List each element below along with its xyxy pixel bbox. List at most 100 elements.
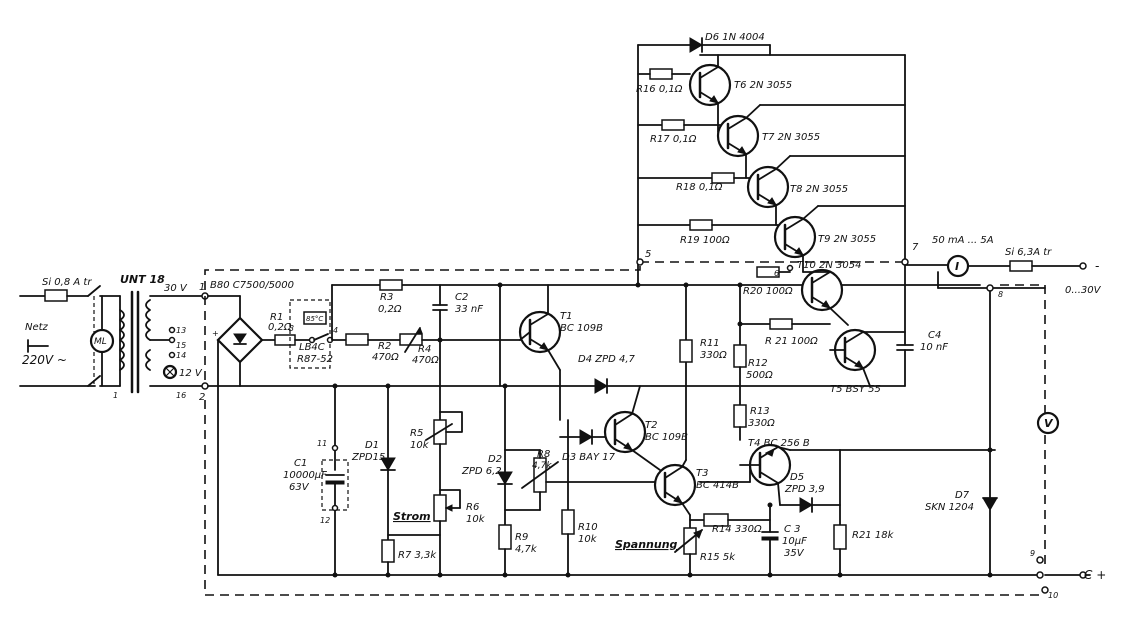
tr-12v-label: 12 V — [179, 368, 203, 379]
svg-text:1: 1 — [199, 282, 205, 293]
svg-text:R17 0,1Ω: R17 0,1Ω — [650, 134, 697, 145]
svg-text:T6 2N 3055: T6 2N 3055 — [734, 80, 792, 91]
svg-text:7: 7 — [912, 242, 919, 253]
output-fuse — [1009, 260, 1033, 272]
strom-label: Strom — [393, 510, 431, 523]
svg-text:T3: T3 — [696, 468, 708, 479]
svg-text:R19 100Ω: R19 100Ω — [680, 235, 730, 246]
svg-text:R16 0,1Ω: R16 0,1Ω — [636, 84, 683, 95]
svg-text:D6 1N 4004: D6 1N 4004 — [705, 32, 765, 43]
svg-text:ZPD 3,9: ZPD 3,9 — [784, 484, 825, 495]
transformer-label: UNT 18 — [120, 273, 165, 286]
r12-r13-t4: R12 500Ω R13 330Ω T4 BC 256 B D5 ZPD 3,9… — [699, 284, 996, 576]
svg-text:R5: R5 — [410, 428, 423, 439]
svg-text:1: 1 — [113, 391, 118, 400]
svg-text:ZPD 6,2: ZPD 6,2 — [461, 466, 502, 477]
output-plus-terminal[interactable] — [1079, 571, 1087, 579]
svg-text:10 nF: 10 nF — [920, 342, 948, 353]
tr-30v-label: 30 V — [164, 283, 188, 294]
strom-pots: R5 10k Strom R6 10k — [387, 339, 486, 576]
t1-transistor: T1 BC 109B — [518, 284, 603, 421]
mains-voltage-label: 220V ~ — [22, 353, 67, 367]
svg-text:3: 3 — [289, 324, 294, 333]
svg-text:D4 ZPD 4,7: D4 ZPD 4,7 — [578, 354, 636, 365]
svg-text:+: + — [212, 329, 219, 338]
svg-text:330Ω: 330Ω — [748, 418, 775, 429]
spannung-pot: R14 330Ω Spannung R15 5k — [615, 513, 771, 576]
svg-text:D1: D1 — [365, 440, 379, 451]
svg-text:0,2Ω: 0,2Ω — [268, 322, 292, 333]
svg-text:12: 12 — [320, 516, 330, 525]
svg-text:R7 3,3k: R7 3,3k — [398, 550, 437, 561]
output-minus-terminal[interactable] — [1079, 262, 1087, 270]
svg-text:5: 5 — [645, 249, 651, 260]
svg-text:R13: R13 — [750, 406, 770, 417]
svg-text:C1: C1 — [294, 458, 307, 469]
svg-text:I: I — [955, 260, 959, 273]
svg-text:R2: R2 — [378, 341, 391, 352]
mains-fuse — [44, 289, 68, 302]
svg-text:470Ω: 470Ω — [412, 355, 439, 366]
mains-fuse-label: Si 0,8 A tr — [42, 277, 92, 288]
svg-text:330Ω: 330Ω — [700, 350, 727, 361]
svg-text:16: 16 — [176, 391, 186, 400]
svg-text:13: 13 — [176, 326, 186, 335]
output-section: I - 50 mA ... 5A Si 6,3A tr 8 0...30V D7… — [904, 235, 1106, 600]
svg-text:C 3: C 3 — [784, 524, 801, 535]
svg-text:R3: R3 — [380, 292, 393, 303]
svg-text:T2: T2 — [645, 420, 657, 431]
c1-capacitor: 11 12 C1 10000µF 63V — [283, 385, 349, 576]
svg-text:D7: D7 — [955, 490, 970, 501]
svg-text:D2: D2 — [488, 454, 502, 465]
svg-text:R10: R10 — [578, 522, 598, 533]
power-stage: D6 1N 4004 R16 0,1Ω T6 2N 3055 R17 0,1Ω … — [636, 32, 948, 395]
svg-text:T1: T1 — [560, 311, 572, 322]
svg-text:0,2Ω: 0,2Ω — [378, 304, 402, 315]
svg-text:10k: 10k — [466, 514, 486, 525]
svg-text:R18 0,1Ω: R18 0,1Ω — [676, 182, 723, 193]
svg-text:BC 109B: BC 109B — [560, 323, 603, 334]
svg-text:10k: 10k — [578, 534, 598, 545]
svg-text:C +: C + — [1084, 568, 1106, 582]
mains-input: Si 0,8 A tr Netz 220V ~ ML — [19, 277, 121, 387]
svg-text:85°C: 85°C — [306, 315, 323, 323]
svg-text:ML: ML — [94, 337, 107, 347]
d2-r8-r9: D2 ZPD 6,2 R8 4,7k R9 4,7k — [461, 385, 661, 576]
r10: R10 10k — [561, 419, 598, 576]
d1-r7: D1 ZPD15 R7 3,3k — [351, 385, 437, 576]
svg-text:BC 109B: BC 109B — [645, 432, 688, 443]
r2-r3-r4-c2: R2 470Ω R4 470Ω R3 0,2Ω C2 33 nF — [345, 279, 521, 366]
svg-text:15: 15 — [176, 341, 186, 350]
svg-text:4: 4 — [333, 326, 338, 335]
svg-text:V: V — [1044, 417, 1054, 430]
svg-text:R15 5k: R15 5k — [700, 552, 736, 563]
d3-t2: D3 BAY 17 T2 BC 109B — [559, 385, 688, 471]
rectifier-label: B80 C7500/5000 — [210, 280, 294, 291]
svg-text:LB4C: LB4C — [299, 342, 325, 353]
svg-text:R20 100Ω: R20 100Ω — [743, 286, 793, 297]
svg-text:C2: C2 — [455, 292, 468, 303]
svg-text:R1: R1 — [270, 312, 283, 323]
netz-label: Netz — [25, 322, 49, 333]
svg-text:R11: R11 — [700, 338, 720, 349]
output-fuse-label: Si 6,3A tr — [1005, 247, 1052, 258]
svg-text:T7 2N 3055: T7 2N 3055 — [762, 132, 820, 143]
svg-text:D5: D5 — [790, 472, 804, 483]
svg-text:T10 2N 3054: T10 2N 3054 — [797, 260, 861, 271]
svg-text:R12: R12 — [748, 358, 768, 369]
svg-text:8: 8 — [998, 290, 1003, 299]
svg-text:R 21 100Ω: R 21 100Ω — [765, 336, 818, 347]
thermo-switch-box — [289, 299, 331, 369]
svg-text:10: 10 — [1048, 591, 1058, 600]
svg-text:4,7k: 4,7k — [532, 461, 552, 471]
voltage-range-label: 0...30V — [1065, 285, 1102, 296]
svg-text:35V: 35V — [784, 548, 805, 559]
svg-text:63V: 63V — [289, 482, 310, 493]
r1-thermo: R1 0,2Ω 3 85°C LB4C R87-52 4 — [268, 299, 338, 369]
svg-text:C4: C4 — [928, 330, 941, 341]
r11: R11 330Ω — [679, 338, 727, 363]
svg-text:11: 11 — [317, 439, 327, 448]
svg-text:ZPD15: ZPD15 — [351, 452, 385, 463]
rectifier-bridge: 1 2 B80 C7500/5000 + — [199, 280, 294, 403]
